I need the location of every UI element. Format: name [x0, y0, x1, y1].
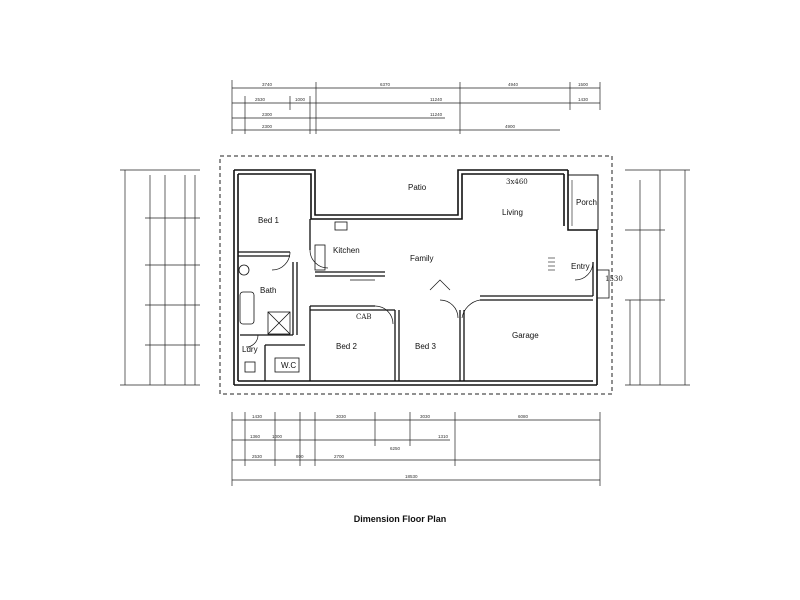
room-label-ldry: Ldry [242, 345, 258, 354]
bath-fixtures [238, 264, 300, 373]
bottom-dim-7: 1310 [438, 434, 449, 439]
room-label-garage: Garage [512, 331, 539, 340]
top-dim-5: 2530 [255, 97, 266, 102]
bottom-dim-1: 1430 [252, 414, 263, 419]
top-dim-1: 3740 [262, 82, 273, 87]
top-dim-10: 11240 [430, 112, 443, 117]
kitchen-fixtures [314, 221, 375, 281]
plan-caption: Dimension Floor Plan [353, 514, 447, 524]
top-dim-11: 2300 [262, 124, 273, 129]
bottom-dim-11: 6250 [390, 446, 401, 451]
top-dim-8: 1430 [578, 97, 589, 102]
room-label-bed-1: Bed 1 [258, 216, 279, 225]
site-boundary [219, 155, 613, 395]
living-steps [548, 257, 555, 271]
room-label-bath: Bath [260, 286, 277, 295]
handwritten-right-note: 1530 [605, 275, 623, 283]
outer-walls [233, 169, 598, 386]
bottom-dim-total: 18530 [405, 474, 418, 479]
room-label-bed-2: Bed 2 [336, 342, 357, 351]
handwritten-cab-note: CAB [356, 313, 372, 321]
door-swings [245, 249, 594, 348]
handwritten-patio-note: 3x460 [506, 178, 528, 186]
entry-porch-step [596, 269, 610, 299]
right-dimension-lines [625, 169, 690, 386]
bottom-dim-5: 1360 [250, 434, 261, 439]
bottom-dim-3: 3030 [420, 414, 431, 419]
porch-outline [568, 174, 599, 230]
room-label-porch: Porch [576, 198, 597, 207]
top-dim-12: 4900 [505, 124, 516, 129]
interior-walls [238, 219, 594, 381]
top-dim-3: 4940 [508, 82, 519, 87]
top-dim-4: 1500 [578, 82, 589, 87]
top-dimension-lines [231, 80, 601, 134]
top-dim-2: 6370 [380, 82, 391, 87]
bottom-dim-8: 2530 [252, 454, 263, 459]
left-dimension-lines [120, 169, 200, 386]
room-label-family: Family [410, 254, 434, 263]
room-label-living: Living [502, 208, 523, 217]
room-label-patio: Patio [408, 183, 427, 192]
top-dim-9: 2300 [262, 112, 273, 117]
bottom-dim-4: 6080 [518, 414, 529, 419]
top-dim-6: 1000 [295, 97, 306, 102]
room-label-kitchen: Kitchen [333, 246, 360, 255]
room-label-wc: W.C [281, 361, 297, 370]
room-label-entry: Entry [571, 262, 590, 271]
bottom-dimension-lines [231, 412, 601, 486]
top-dim-7: 11240 [430, 97, 443, 102]
room-label-bed-3: Bed 3 [415, 342, 436, 351]
bottom-dim-9: 800 [296, 454, 304, 459]
bottom-dim-2: 3030 [336, 414, 347, 419]
bottom-dim-6: 1000 [272, 434, 283, 439]
bottom-dim-10: 2700 [334, 454, 345, 459]
